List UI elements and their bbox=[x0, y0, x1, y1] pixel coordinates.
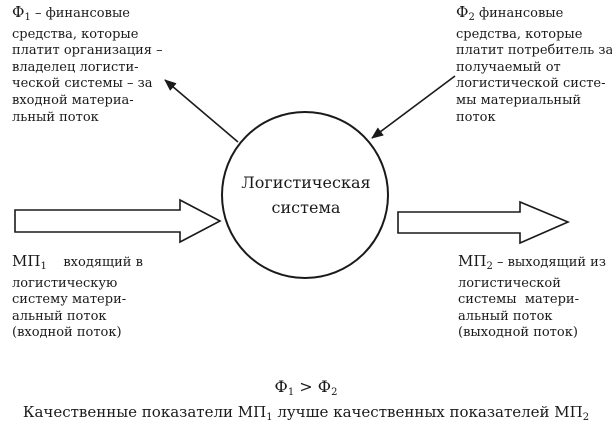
formula-left-sub: 1 bbox=[287, 387, 295, 398]
f2-text-5: мы материальный bbox=[456, 92, 582, 108]
mp2-subscript: 2 bbox=[486, 261, 493, 272]
mp1-subscript: 1 bbox=[40, 261, 47, 272]
f2-text-4: логистической систе- bbox=[456, 76, 606, 92]
formula-left: Ф bbox=[274, 377, 288, 396]
mp1-text-3: альный поток bbox=[12, 308, 107, 324]
f1-text-4: ческой системы – за bbox=[12, 76, 153, 92]
f2-text-6: поток bbox=[456, 109, 496, 125]
f1-text-3: владелец логисти- bbox=[12, 59, 139, 75]
mp1-symbol: МП bbox=[12, 252, 41, 270]
f2-symbol: Ф bbox=[456, 3, 469, 21]
f2-subscript: 2 bbox=[468, 12, 475, 23]
formula-f1-gt-f2: Ф1 > Ф2 bbox=[0, 377, 612, 398]
mp1-description: МП1 входящий в логистическую систему мат… bbox=[12, 253, 143, 342]
f1-symbol: Ф bbox=[12, 3, 25, 21]
quality-part1: Качественные показатели МП bbox=[22, 403, 267, 421]
mp1-text-2: систему матери- bbox=[12, 292, 127, 308]
f1-description: Ф1 – финансовые средства, которые платит… bbox=[12, 4, 163, 126]
arrow-f1 bbox=[164, 79, 239, 143]
mp2-line-0: МП2 – выходящий из bbox=[458, 253, 606, 276]
mp2-description: МП2 – выходящий из логистической системы… bbox=[458, 253, 606, 342]
mp1-text-4: (входной поток) bbox=[12, 325, 122, 341]
f1-text-2: платит организация – bbox=[12, 43, 163, 59]
f1-line-0: Ф1 – финансовые bbox=[12, 4, 163, 27]
f2-text-2: платит потребитель за bbox=[456, 43, 612, 59]
f1-text-6: льный поток bbox=[12, 109, 99, 125]
formula-right-sub: 2 bbox=[331, 387, 338, 398]
arrow-f2 bbox=[371, 75, 456, 139]
f1-text-1: средства, которые bbox=[12, 26, 139, 42]
center-label-line1: Логистическая bbox=[241, 173, 371, 192]
f2-text-1: средства, которые bbox=[456, 26, 583, 42]
mp2-text-3: альный поток bbox=[458, 308, 553, 324]
mp1-text-0: входящий в bbox=[46, 255, 143, 270]
mp2-text-0: – выходящий из bbox=[492, 255, 606, 270]
f1-text-0: – финансовые bbox=[30, 6, 130, 21]
f2-text-0: финансовые bbox=[474, 6, 564, 21]
mp2-text-2: системы матери- bbox=[458, 292, 579, 308]
quality-part2: лучше качественных показателей МП bbox=[272, 403, 583, 421]
mp2-text-4: (выходной поток) bbox=[458, 325, 578, 341]
quality-sub1: 1 bbox=[266, 412, 273, 423]
f1-subscript: 1 bbox=[24, 12, 31, 23]
f2-line-0: Ф2 финансовые bbox=[456, 4, 612, 27]
mp1-text-1: логистическую bbox=[12, 275, 118, 291]
mp2-text-1: логистической bbox=[458, 275, 561, 291]
center-label-line2: система bbox=[271, 198, 341, 217]
logistics-system-circle bbox=[221, 111, 389, 279]
f1-text-5: входной материа- bbox=[12, 92, 134, 108]
logistics-system-label: Логистическая система bbox=[226, 170, 386, 220]
formula-operator: > bbox=[294, 377, 318, 396]
formula-right: Ф bbox=[317, 377, 332, 396]
quality-statement: Качественные показатели МП1 лучше качест… bbox=[0, 403, 612, 423]
f2-text-3: получаемый от bbox=[456, 59, 561, 75]
mp1-line-0: МП1 входящий в bbox=[12, 253, 143, 276]
input-flow-arrow bbox=[14, 198, 222, 244]
output-flow-arrow bbox=[397, 200, 571, 245]
quality-sub2: 2 bbox=[582, 412, 590, 423]
mp2-symbol: МП bbox=[458, 252, 487, 270]
f2-description: Ф2 финансовые средства, которые платит п… bbox=[456, 4, 612, 126]
